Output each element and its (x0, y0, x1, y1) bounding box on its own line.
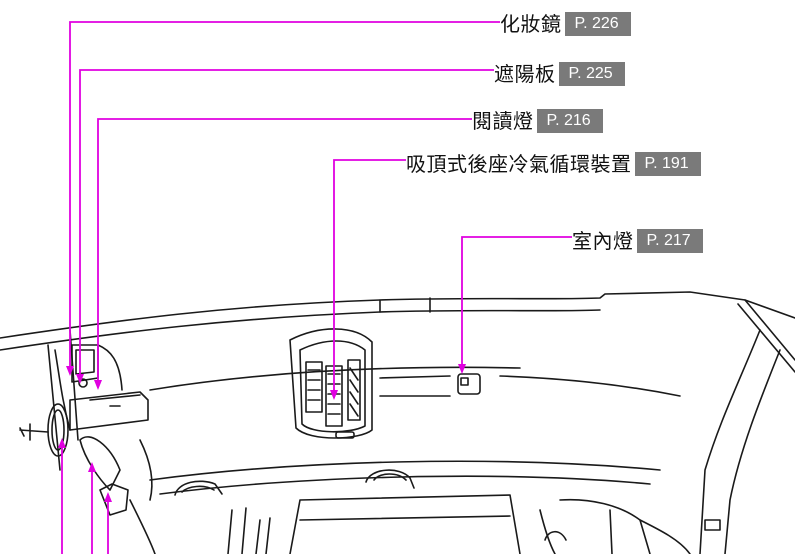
callout-reading-light: 閱讀燈 P. 216 (472, 109, 603, 133)
leader-interior-light (461, 236, 572, 366)
reading-light-label: 閱讀燈 (472, 109, 534, 133)
leader-reading-light (97, 118, 472, 382)
grab-handle-left (174, 480, 223, 496)
overhead-ac-page-link[interactable]: P. 191 (634, 152, 701, 176)
leader-makeup-mirror (69, 21, 500, 368)
interior-lamp (457, 373, 481, 395)
roof-outline (0, 291, 795, 339)
leader-overhead-ac (333, 159, 406, 392)
right-pillar (737, 299, 795, 373)
overhead-ac-label: 吸頂式後座冷氣循環裝置 (406, 152, 632, 176)
callout-interior-light: 室內燈 P. 217 (572, 229, 703, 253)
rear-mirror (47, 403, 69, 457)
callout-overhead-ac: 吸頂式後座冷氣循環裝置 P. 191 (406, 152, 701, 176)
interior-light-page-link[interactable]: P. 217 (636, 229, 703, 253)
grab-handle-center (365, 469, 415, 489)
callout-makeup-mirror: 化妝鏡 P. 226 (500, 12, 631, 36)
makeup-mirror-label: 化妝鏡 (500, 12, 562, 36)
makeup-mirror-page-link[interactable]: P. 226 (564, 12, 631, 36)
overhead-ac-unit (289, 328, 373, 439)
interior-light-label: 室內燈 (572, 229, 634, 253)
leader-sun-visor (79, 69, 494, 376)
callout-sun-visor: 遮陽板 P. 225 (494, 62, 625, 86)
rear-window (289, 494, 521, 554)
sun-visor-page-link[interactable]: P. 225 (558, 62, 625, 86)
reading-light-page-link[interactable]: P. 216 (536, 109, 603, 133)
sun-visor-label: 遮陽板 (494, 62, 556, 86)
